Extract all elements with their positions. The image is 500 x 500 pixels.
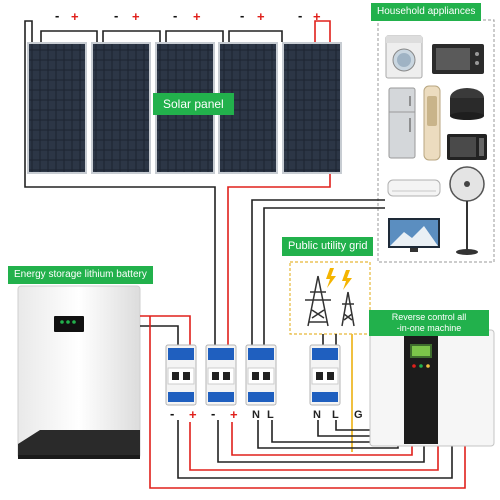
grid-l-terminal-label: L: [332, 409, 339, 421]
solar-panel: [282, 42, 342, 174]
refrigerator-icon: [388, 87, 416, 159]
grid-wires: [322, 334, 353, 452]
solar-neg-terminal-label: -: [211, 406, 215, 421]
panel-1-neg-label: -: [55, 8, 59, 23]
breaker: [205, 344, 237, 406]
breaker: [165, 344, 197, 406]
utility-grid-box: [289, 261, 371, 335]
battery-wires: [140, 315, 191, 345]
panel-5-neg-label: -: [298, 8, 302, 23]
tower-air-conditioner-icon: [423, 85, 441, 161]
lightning-bolt-icon: [326, 268, 352, 290]
panel-1-pos-label: +: [71, 9, 79, 24]
output-wires: [149, 316, 466, 489]
rice-cooker-icon: [450, 88, 484, 120]
panel-4-pos-label: +: [257, 9, 265, 24]
load-l-terminal-label: L: [267, 409, 274, 421]
breaker-group: [165, 344, 341, 406]
grid-n-terminal-label: N: [313, 409, 321, 421]
panel-polarity-labels: - + - + - + - + - +: [55, 8, 321, 24]
appliance-feed-wires: [251, 199, 385, 345]
microwave-icon: [447, 134, 487, 160]
solar-panel: [27, 42, 87, 174]
wall-air-conditioner-icon: [387, 179, 441, 197]
panel-2-pos-label: +: [132, 9, 140, 24]
panel-3-neg-label: -: [173, 8, 177, 23]
breaker: [245, 344, 277, 406]
panel-5-pos-label: +: [313, 9, 321, 24]
transmission-tower-icon: [305, 275, 355, 327]
breaker: [309, 344, 341, 406]
solar-pos-terminal-label: +: [230, 407, 238, 422]
panel-2-neg-label: -: [114, 8, 118, 23]
oven-icon: [432, 44, 484, 74]
household-appliances-label: Household appliances: [371, 3, 482, 21]
load-n-terminal-label: N: [252, 409, 260, 421]
solar-panel-label: Solar panel: [153, 93, 234, 115]
panel-3-pos-label: +: [193, 9, 201, 24]
inverter-machine: [369, 329, 495, 447]
battery-label: Energy storage lithium battery: [8, 266, 153, 284]
machine-label-line-2: -in-one machine: [396, 323, 462, 333]
machine-label: Reverse control all -in-one machine: [369, 310, 489, 336]
standing-fan-icon: [449, 166, 485, 255]
machine-label-line-1: Reverse control all: [391, 312, 467, 322]
breaker-terminal-labels: - + - + N L N L G: [170, 406, 363, 422]
battery-neg-terminal-label: -: [170, 406, 174, 421]
television-icon: [388, 218, 440, 252]
panel-4-neg-label: -: [240, 8, 244, 23]
energy-storage-battery: [17, 285, 141, 459]
ground-terminal-label: G: [354, 409, 363, 421]
battery-pos-terminal-label: +: [189, 407, 197, 422]
public-utility-grid-label: Public utility grid: [282, 237, 374, 256]
household-appliances-box: [377, 19, 495, 263]
washing-machine-icon: [385, 35, 423, 79]
solar-panel: [91, 42, 151, 174]
